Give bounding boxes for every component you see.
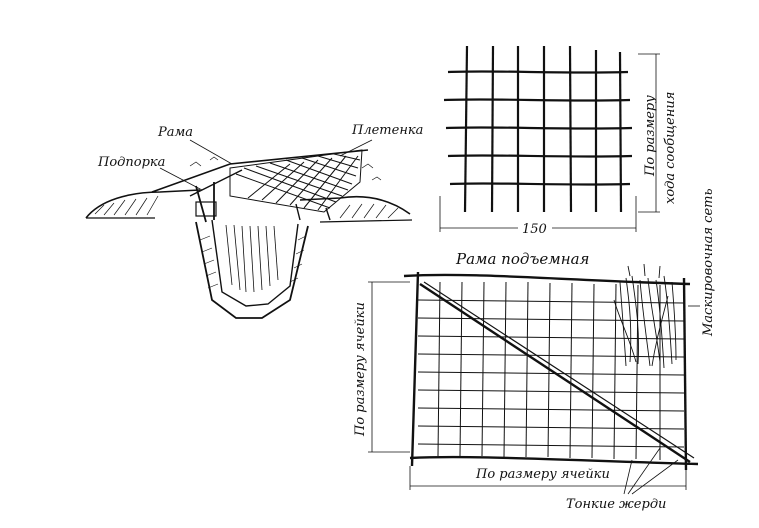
label-camouflage-net: Маскировочная сеть [701,188,716,337]
label-by-trench-size-1: По размеру [643,95,658,177]
label-by-cell-size-horizontal: По размеру ячейки [475,467,610,482]
dimension-cell-horizontal [409,466,687,490]
dimension-cell-vertical [368,281,410,453]
thin-poles-leaders [623,447,679,495]
label-width-150: 150 [522,222,547,237]
label-lifting-frame: Рама подъемная [455,250,589,268]
trench-illustration [85,149,413,319]
dimension-trench [638,53,660,213]
label-wattle: Плетенка [351,123,423,138]
lifting-frame [403,263,699,471]
label-by-trench-size-2: хода сообщения [663,92,678,204]
label-by-cell-size-vertical: По размеру ячейки [353,302,368,437]
dimension-150 [439,196,637,232]
label-prop: Подпорка [97,155,165,170]
label-frame: Рама [157,125,193,140]
label-thin-poles: Тонкие жерди [566,497,666,512]
wattle-grid [443,45,633,213]
